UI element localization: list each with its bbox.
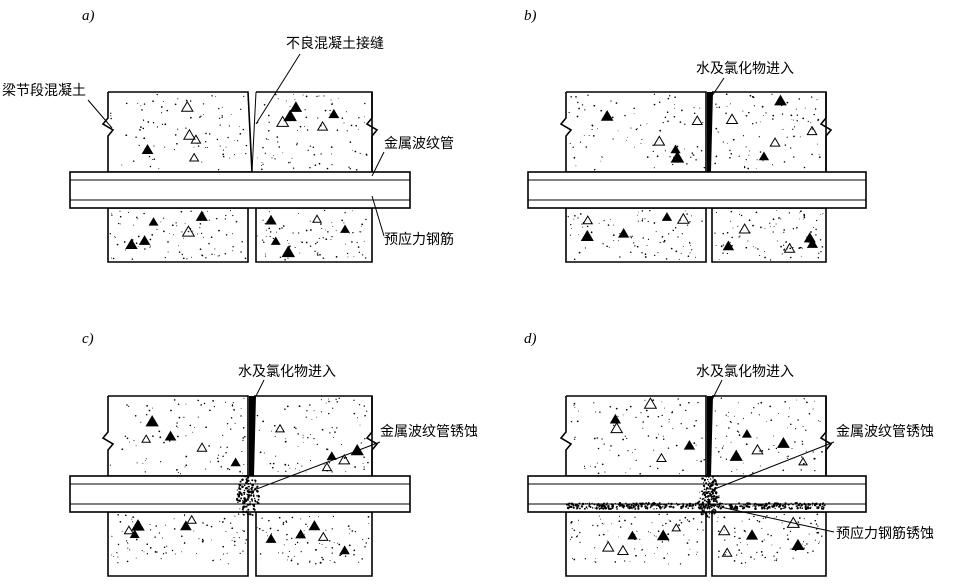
panel-a-label: a)	[82, 8, 95, 24]
panel-d-tendon-corrosion-label: 预应力钢筋锈蚀	[836, 525, 934, 542]
panel-d: d) 水及氯化物进入 金属波纹管锈蚀 预应力钢筋锈蚀	[524, 331, 934, 577]
panel-c-duct-corrosion	[235, 475, 261, 516]
panel-c-duct-corrosion-label: 金属波纹管锈蚀	[380, 424, 478, 440]
panel-b-break-mark-right	[819, 92, 833, 172]
panel-d-break-mark-right	[819, 396, 833, 476]
panel-c: c) 水及氯化物进入 金属波纹管锈蚀	[69, 331, 478, 577]
panel-b-ingress-crack	[707, 92, 713, 172]
panel-a: a) 梁节段混凝土 不良混凝土接缝 金属波纹管 预应力钢筋	[2, 8, 454, 263]
panel-d-ingress-label: 水及氯化物进入	[696, 364, 794, 380]
panel-c-break-mark-left	[101, 396, 115, 476]
panel-a-duct-label: 金属波纹管	[384, 136, 454, 152]
panel-a-duct	[69, 171, 411, 209]
panel-b-ingress-label: 水及氯化物进入	[696, 61, 794, 77]
panel-d-duct-corrosion	[697, 473, 720, 519]
panel-d-duct-corrosion-label: 金属波纹管锈蚀	[836, 424, 934, 440]
panel-c-break-mark-right	[365, 396, 379, 476]
panel-b-break-mark-left	[559, 92, 573, 172]
panel-d-duct	[527, 475, 867, 513]
panel-d-tendon-corrosion	[565, 501, 826, 510]
panel-b: b) 水及氯化物进入	[524, 8, 867, 263]
panel-d-ingress-crack	[707, 396, 713, 476]
panel-b-label: b)	[524, 8, 537, 24]
panel-c-ingress-label: 水及氯化物进入	[238, 364, 336, 380]
panel-a-break-mark-left	[101, 92, 115, 172]
panel-a-tendon-label: 预应力钢筋	[384, 231, 454, 248]
panel-a-segment-label: 梁节段混凝土	[2, 83, 86, 99]
panel-a-break-mark-right	[365, 92, 379, 172]
panel-c-label: c)	[82, 331, 94, 347]
panel-d-break-mark-left	[559, 396, 573, 476]
panel-a-joint-label: 不良混凝土接缝	[286, 35, 384, 52]
panel-c-ingress-crack	[249, 396, 256, 476]
panel-b-duct	[527, 171, 867, 209]
panel-d-label: d)	[524, 331, 537, 347]
